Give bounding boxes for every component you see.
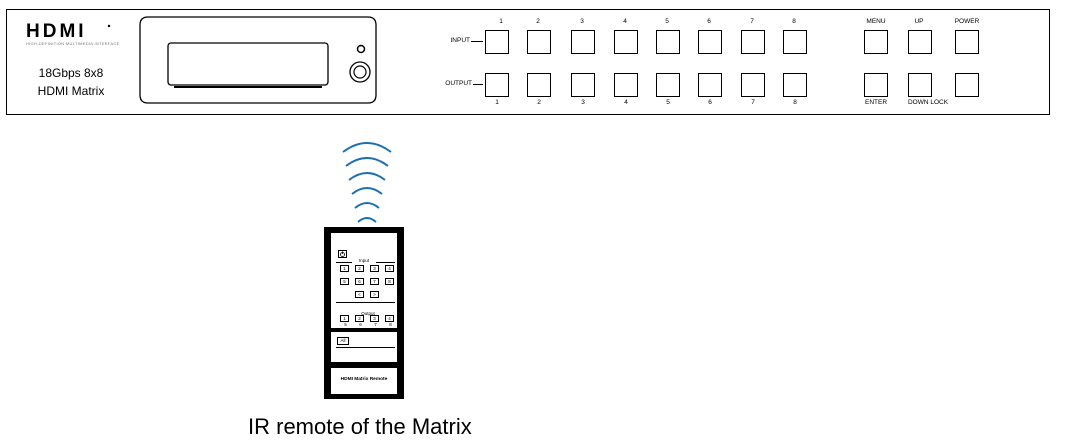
remote-output-8[interactable]: 8 [389, 322, 392, 327]
remote-output-4[interactable]: 4 [385, 315, 394, 322]
remote-input-8[interactable]: 8 [385, 278, 394, 285]
output-number-4: 4 [624, 99, 628, 106]
up-label: UP [914, 18, 924, 25]
remote-input-next[interactable]: > [370, 291, 379, 298]
ir-signal-waves-icon [342, 142, 392, 223]
output-2-button[interactable] [527, 73, 551, 97]
input-row-label: INPUT [450, 37, 471, 44]
output-number-8: 8 [793, 99, 797, 106]
input-7-button[interactable] [741, 30, 765, 54]
power-label: POWER [954, 18, 980, 25]
remote-output-6[interactable]: 6 [359, 322, 362, 327]
input-number-3: 3 [580, 18, 584, 25]
down-lock-button[interactable] [908, 73, 932, 97]
hdmi-logo-text: HDMI [26, 22, 87, 40]
remote-caption: IR remote of the Matrix [248, 414, 472, 439]
remote-input-prev[interactable]: < [355, 291, 364, 298]
output-5-button[interactable] [656, 73, 680, 97]
input-4-button[interactable] [614, 30, 638, 54]
input-6-button[interactable] [698, 30, 722, 54]
input-number-5: 5 [665, 18, 669, 25]
output-row-label: OUTPUT [445, 80, 472, 87]
model-line-1: 18Gbps 8x8 [38, 66, 104, 80]
remote-output-header: Output [361, 311, 375, 316]
remote-output-3[interactable]: 3 [370, 315, 379, 322]
output-number-7: 7 [751, 99, 755, 106]
input-number-7: 7 [750, 18, 754, 25]
output-3-button[interactable] [571, 73, 595, 97]
remote-input-3[interactable]: 3 [370, 265, 379, 272]
output-number-2: 2 [537, 99, 541, 106]
output-number-6: 6 [708, 99, 712, 106]
input-number-1: 1 [499, 18, 503, 25]
output-6-button[interactable] [698, 73, 722, 97]
input-1-button[interactable] [485, 30, 509, 54]
menu-label: MENU [866, 18, 886, 25]
input-8-button[interactable] [783, 30, 807, 54]
output-number-1: 1 [495, 99, 499, 106]
extra-control-button[interactable] [955, 73, 979, 97]
menu-button[interactable] [864, 30, 888, 54]
matrix-front-panel [6, 9, 1050, 115]
model-line-2: HDMI Matrix [37, 84, 105, 98]
ir-sensor [349, 61, 371, 83]
enter-label: ENTER [864, 99, 888, 106]
remote-input-1[interactable]: 1 [340, 265, 349, 272]
output-7-button[interactable] [741, 73, 765, 97]
remote-input-5[interactable]: 5 [340, 278, 349, 285]
remote-input-6[interactable]: 6 [355, 278, 364, 285]
output-1-button[interactable] [485, 73, 509, 97]
lcd-display-area [139, 16, 377, 104]
lcd-screen [167, 42, 329, 86]
logo-subtitle: HIGH-DEFINITION MULTIMEDIA INTERFACE [26, 41, 120, 46]
output-8-button[interactable] [783, 73, 807, 97]
remote-input-2[interactable]: 2 [355, 265, 364, 272]
remote-output-2[interactable]: 2 [355, 315, 364, 322]
remote-input-7[interactable]: 7 [370, 278, 379, 285]
input-3-button[interactable] [571, 30, 595, 54]
output-number-3: 3 [581, 99, 585, 106]
remote-all-button[interactable]: All [337, 337, 349, 345]
enter-button[interactable] [864, 73, 888, 97]
input-2-button[interactable] [527, 30, 551, 54]
output-number-5: 5 [666, 99, 670, 106]
input-5-button[interactable] [656, 30, 680, 54]
remote-label-face [331, 368, 397, 394]
output-4-button[interactable] [614, 73, 638, 97]
remote-power-icon[interactable] [338, 250, 347, 258]
remote-output-7[interactable]: 7 [374, 322, 377, 327]
up-button[interactable] [908, 30, 932, 54]
down-lock-label: DOWN LOCK [907, 99, 949, 106]
remote-name-label: HDMI Matrix Remote [340, 377, 388, 382]
remote-output-5[interactable]: 5 [344, 322, 347, 327]
ir-indicator [356, 44, 366, 54]
input-number-6: 6 [707, 18, 711, 25]
input-number-8: 8 [792, 18, 796, 25]
power-button[interactable] [955, 30, 979, 54]
remote-output-1[interactable]: 1 [340, 315, 349, 322]
remote-input-header: Input [352, 258, 376, 263]
input-number-2: 2 [536, 18, 540, 25]
hdmi-logo: HDMI [26, 22, 111, 40]
input-number-4: 4 [623, 18, 627, 25]
remote-input-4[interactable]: 4 [385, 265, 394, 272]
